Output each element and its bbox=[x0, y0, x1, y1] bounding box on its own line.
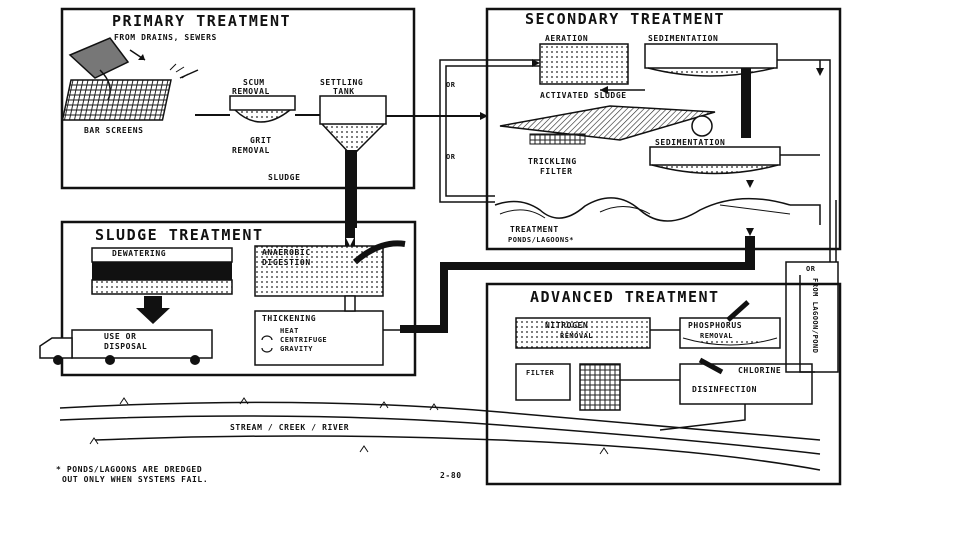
activated-sludge-label: ACTIVATED SLUDGE bbox=[540, 92, 627, 100]
from-drains-label: FROM DRAINS, SEWERS bbox=[114, 34, 217, 42]
centrifuge-label: CENTRIFUGE bbox=[280, 337, 327, 344]
sludge-treatment-title: SLUDGE TREATMENT bbox=[95, 228, 264, 243]
stream-label: STREAM / CREEK / RIVER bbox=[230, 424, 349, 432]
thickening-label: THICKENING bbox=[262, 315, 316, 323]
phosphorus-removal-label: REMOVAL bbox=[700, 333, 733, 340]
or-label-2: OR bbox=[446, 154, 455, 161]
secondary-outflow-pipe bbox=[820, 60, 836, 262]
disposal-label: DISPOSAL bbox=[104, 343, 147, 351]
tank-label: TANK bbox=[333, 88, 355, 96]
heat-label: HEAT bbox=[280, 328, 299, 335]
thickening-tank bbox=[255, 296, 400, 365]
footnote-line-1: * PONDS/LAGOONS ARE DREDGED bbox=[56, 466, 202, 474]
settling-label: SETTLING bbox=[320, 79, 363, 87]
nitrogen-removal-tank bbox=[516, 318, 680, 348]
nitrogen-removal-label: REMOVAL bbox=[560, 333, 593, 340]
digestion-label: DIGESTION bbox=[262, 259, 311, 267]
grit-label: GRIT bbox=[250, 137, 272, 145]
bar-screens-label: BAR SCREENS bbox=[84, 127, 144, 135]
advanced-or-label: OR bbox=[806, 266, 815, 273]
sedimentation-mid-label: SEDIMENTATION bbox=[655, 139, 725, 147]
sedimentation-top-label: SEDIMENTATION bbox=[648, 35, 718, 43]
trickling-label: TRICKLING bbox=[528, 158, 577, 166]
ponds-lagoons-illustration bbox=[495, 198, 820, 225]
page-number: 2-80 bbox=[440, 472, 462, 480]
aeration-label: AERATION bbox=[545, 35, 588, 43]
sludge-label: SLUDGE bbox=[268, 174, 301, 182]
primary-treatment-title: PRIMARY TREATMENT bbox=[112, 14, 291, 29]
secondary-treatment-title: SECONDARY TREATMENT bbox=[525, 12, 725, 27]
sedimentation-tank-mid bbox=[650, 147, 820, 188]
dewatering-label: DEWATERING bbox=[112, 250, 166, 258]
nitrogen-label: NITROGEN bbox=[545, 322, 588, 330]
dewatering-unit bbox=[92, 248, 232, 324]
treatment-label: TREATMENT bbox=[510, 226, 559, 234]
aeration-tank bbox=[540, 44, 628, 84]
stream-illustration bbox=[60, 398, 820, 470]
advanced-treatment-title: ADVANCED TREATMENT bbox=[530, 290, 720, 305]
anaerobic-label: ANAEROBIC bbox=[262, 249, 311, 257]
advanced-treatment-box bbox=[487, 284, 840, 484]
gravity-label: GRAVITY bbox=[280, 346, 313, 353]
outfall-pipe bbox=[660, 404, 745, 430]
settling-tank bbox=[320, 96, 386, 228]
chlorine-label: CHLORINE bbox=[738, 367, 781, 375]
scum-label: SCUM bbox=[243, 79, 265, 87]
scum-removal-tank bbox=[230, 96, 295, 122]
advanced-filter-label: FILTER bbox=[526, 370, 554, 377]
from-lagoon-pond-label: FROM LAGOON/POND bbox=[811, 278, 818, 353]
bar-screens-illustration bbox=[62, 70, 198, 120]
or-label-1: OR bbox=[446, 82, 455, 89]
use-or-label: USE OR bbox=[104, 333, 137, 341]
ponds-lagoons-label: PONDS/LAGOONS* bbox=[508, 237, 574, 244]
disinfection-label: DISINFECTION bbox=[692, 386, 757, 394]
filter-label: FILTER bbox=[540, 168, 573, 176]
grit-removal-label: REMOVAL bbox=[232, 147, 270, 155]
phosphorus-label: PHOSPHORUS bbox=[688, 322, 742, 330]
footnote-line-2: OUT ONLY WHEN SYSTEMS FAIL. bbox=[62, 476, 208, 484]
secondary-flow-pipes bbox=[440, 59, 540, 202]
scum-removal-label: REMOVAL bbox=[232, 88, 270, 96]
